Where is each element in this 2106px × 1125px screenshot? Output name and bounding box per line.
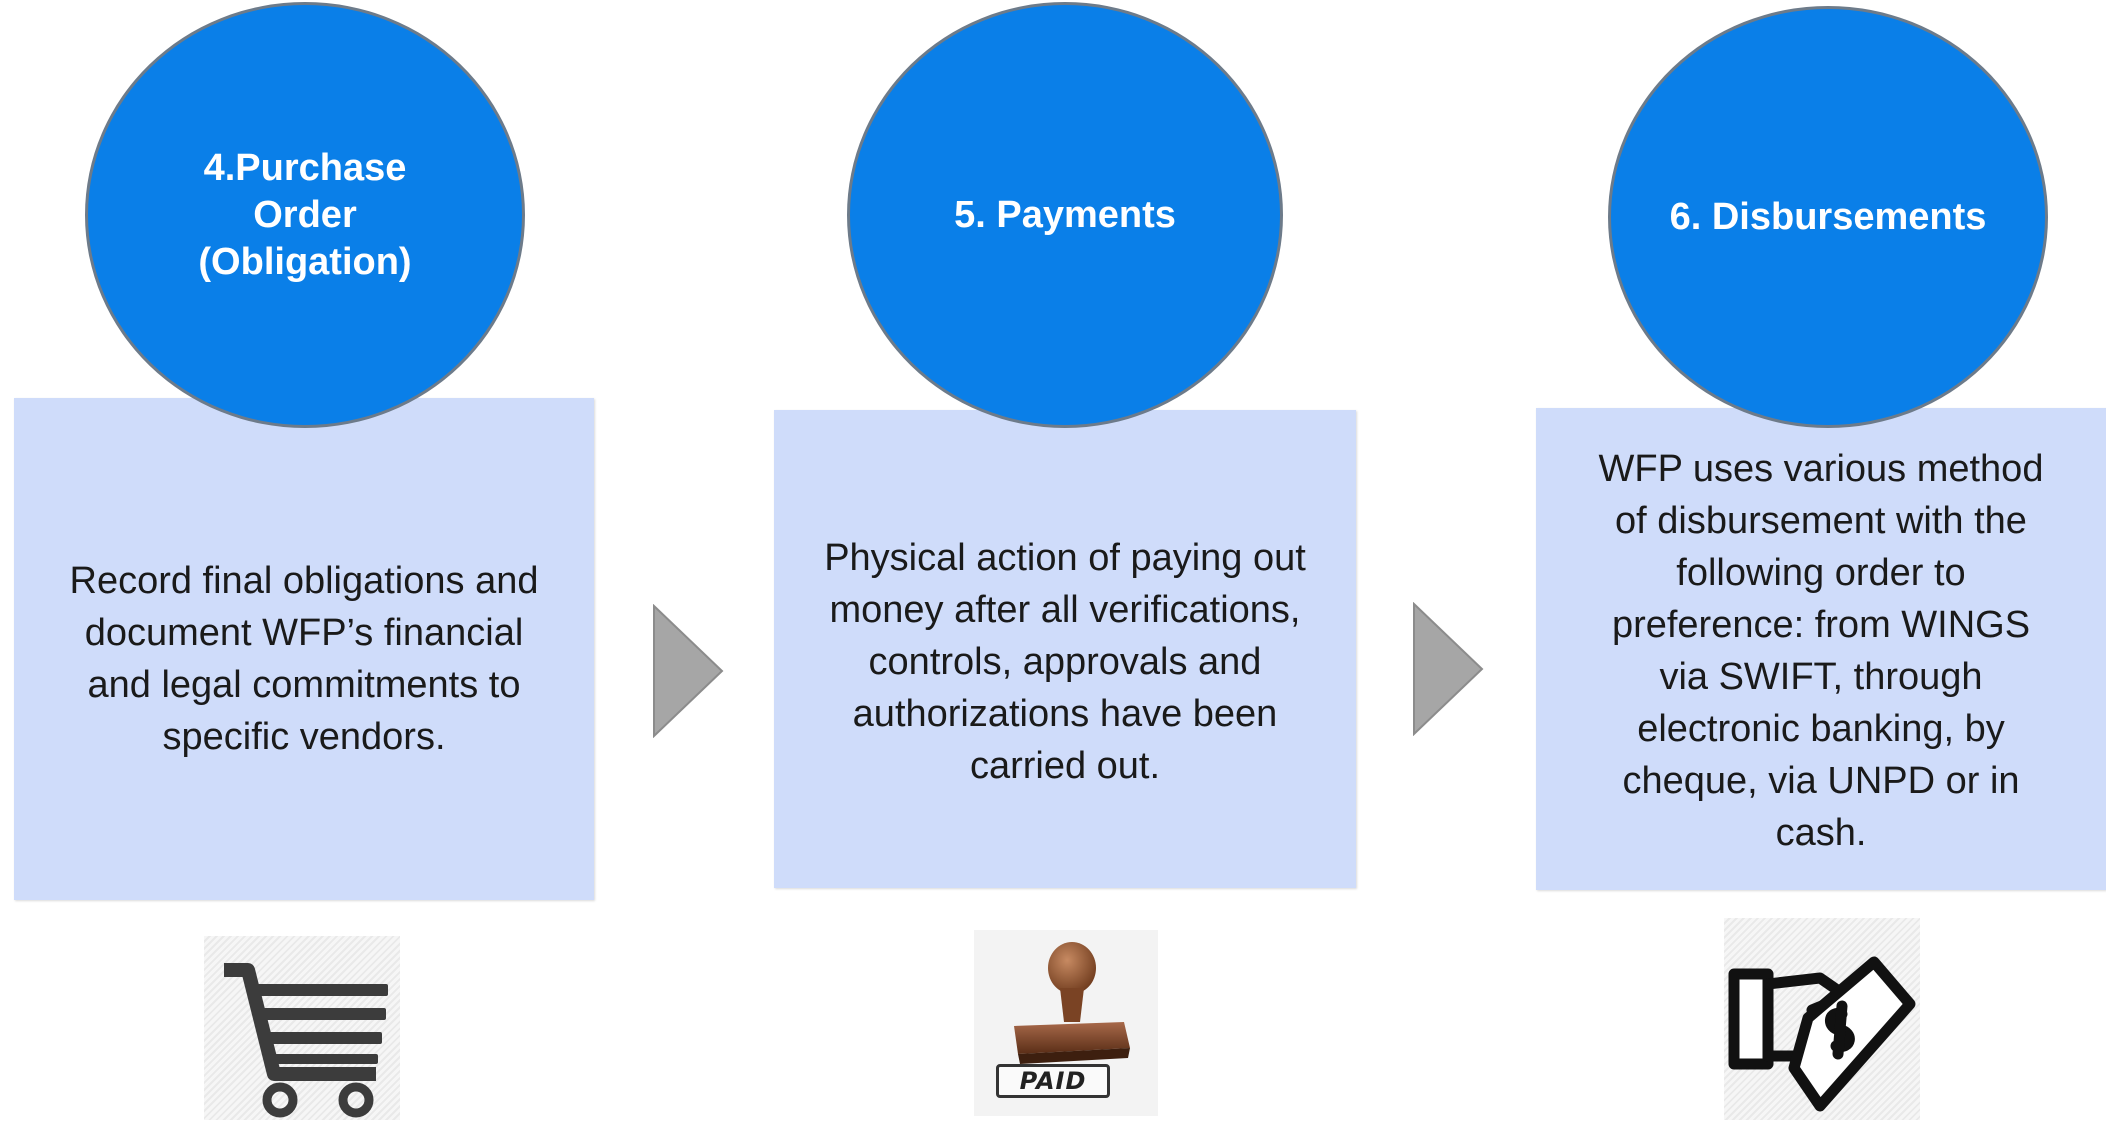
step-4-description-box: Record final obligations and document WF… (14, 398, 594, 900)
step-6-description: WFP uses various method of disbursement … (1598, 448, 2044, 854)
step-5-title: 5. Payments (954, 193, 1176, 236)
paid-stamp-icon: PAID (974, 930, 1158, 1116)
paid-label: PAID (996, 1064, 1110, 1098)
arrow-right-icon (653, 604, 724, 738)
money-payment-icon (1724, 918, 1920, 1120)
step-4-title: 4.Purchase Order (Obligation) (198, 146, 412, 283)
shopping-cart-icon (204, 936, 400, 1120)
step-4-description: Record final obligations and document WF… (69, 560, 539, 758)
step-6-title: 6. Disbursements (1669, 195, 1987, 238)
step-4-circle: 4.Purchase Order (Obligation) (85, 2, 525, 428)
step-6-circle: 6. Disbursements (1608, 6, 2048, 428)
step-5-description-box: Physical action of paying out money afte… (774, 410, 1356, 888)
step-5-circle: 5. Payments (847, 2, 1283, 428)
arrow-right-icon (1413, 602, 1484, 736)
step-5-description: Physical action of paying out money afte… (824, 537, 1306, 787)
step-6-description-box: WFP uses various method of disbursement … (1536, 408, 2106, 890)
